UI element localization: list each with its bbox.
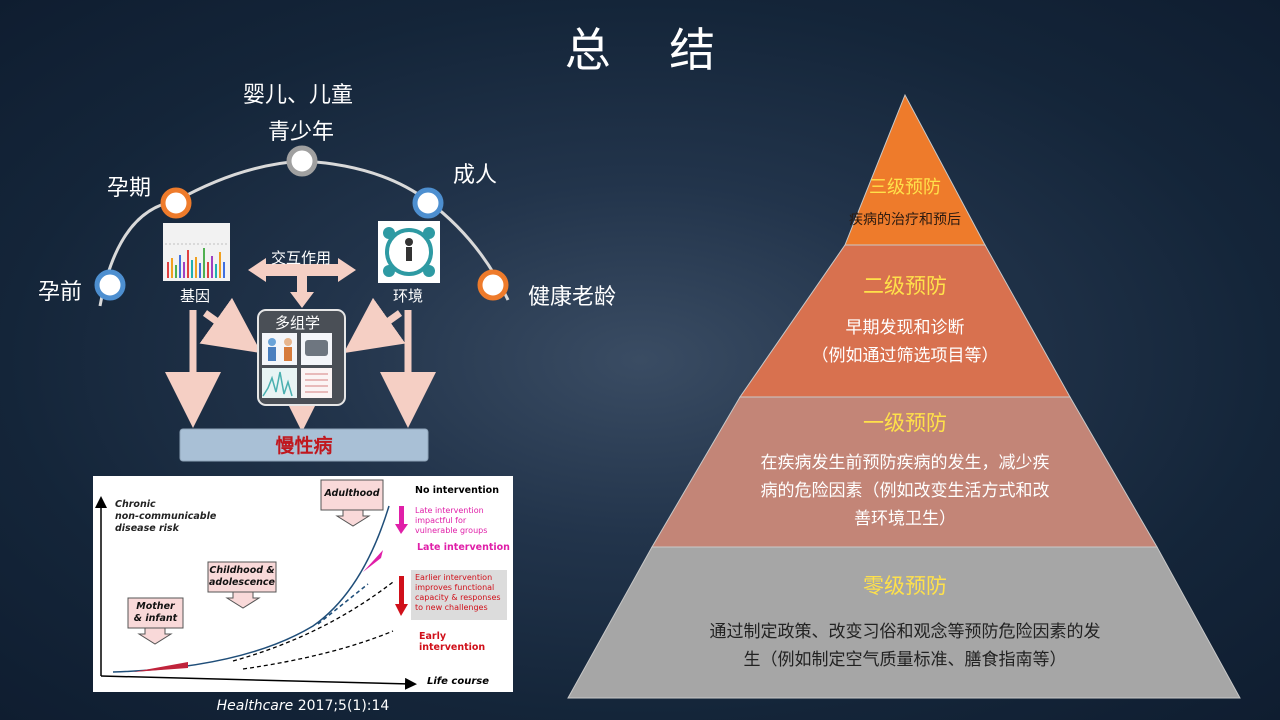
arrow-env-omics [343, 297, 406, 354]
stage-infant-child: 婴儿、儿童 [243, 83, 354, 108]
risk-chart: Chronic non-communicable disease risk Li… [93, 476, 513, 692]
stage-adult: 成人 [453, 163, 498, 188]
childhood-box-label: Childhood & adolescence [208, 565, 275, 588]
primordial-desc-2: 生（例如制定空气质量标准、膳食指南等） [743, 650, 1067, 670]
secondary-desc-1: 早期发现和诊断 [845, 318, 965, 338]
curve-late-intervention [317, 583, 369, 625]
life-course-diagram [94, 145, 510, 462]
mother-wedge [133, 662, 188, 672]
gene-label: 基因 [180, 287, 211, 305]
chart-ylabel: Chronic non-communicable disease risk [115, 499, 217, 534]
legend-early-note: Earlier intervention improves functional… [415, 573, 501, 612]
mother-box [127, 597, 184, 629]
legend-late: Late intervention [417, 542, 510, 553]
secondary-level: 二级预防 [863, 274, 947, 298]
environment-image [378, 221, 440, 283]
environment-label: 环境 [393, 287, 424, 305]
node-preconception [94, 269, 126, 301]
legend-early: Early intervention [419, 631, 486, 653]
stage-healthy-aging: 健康老龄 [528, 285, 617, 310]
arrow-to-omics [290, 276, 314, 308]
arrow-gene-omics [199, 297, 262, 354]
mother-box-label: Mother & infant [133, 601, 178, 624]
node-healthy-aging [477, 269, 509, 301]
node-adult [412, 187, 444, 219]
omics-label: 多组学 [275, 314, 321, 332]
page-title: 总 结 [564, 23, 738, 77]
adulthood-box [320, 479, 384, 511]
adulthood-box-label: Adulthood [324, 488, 380, 499]
legend-no-intervention: No intervention [415, 485, 499, 496]
risk-chart-svg [95, 479, 507, 690]
curve-lower [242, 630, 394, 670]
prevention-pyramid [567, 93, 1241, 699]
chart-xlabel: Life course [427, 676, 489, 687]
childhood-box [207, 561, 277, 593]
primordial-block: 零级预防 通过制定政策、改变习俗和观念等预防危险因素的发 生（例如制定空气质量标… [650, 572, 1160, 674]
gene-image [163, 223, 230, 281]
citation-journal: Healthcare [216, 698, 294, 714]
tertiary-level: 三级预防 [869, 177, 941, 198]
legend-late-note: Late intervention impactful for vulnerab… [415, 506, 488, 535]
primary-block: 一级预防 在疾病发生前预防疾病的发生，减少疾 病的危险因素（例如改变生活方式和改… [710, 409, 1100, 533]
omics-box [257, 309, 346, 406]
curve-early-intervention [232, 581, 394, 662]
late-wedge [363, 550, 383, 572]
citation-rest: 2017;5(1):14 [293, 698, 390, 714]
secondary-block: 二级预防 早期发现和诊断 （例如通过筛选项目等） [760, 272, 1050, 370]
stage-preconception: 孕前 [38, 280, 83, 305]
primordial-desc-1: 通过制定政策、改变习俗和观念等预防危险因素的发 [709, 622, 1101, 642]
stage-adolescent: 青少年 [268, 120, 335, 145]
x-axis [100, 675, 417, 690]
node-pregnancy [160, 187, 192, 219]
chronic-disease-bar [179, 428, 429, 462]
node-infant-child [286, 145, 318, 177]
interaction-arrow [248, 258, 356, 282]
primary-desc-1: 在疾病发生前预防疾病的发生，减少疾 [760, 453, 1050, 473]
interaction-label: 交互作用 [271, 249, 332, 267]
primary-desc-2: 病的危险因素（例如改变生活方式和改 [760, 481, 1050, 501]
primary-level: 一级预防 [863, 411, 947, 435]
pyramid-primordial [567, 546, 1241, 699]
tertiary-block: 三级预防 疾病的治疗和预后 [800, 174, 1010, 234]
stage-pregnancy: 孕期 [107, 176, 152, 201]
primary-desc-3: 善环境卫生） [854, 509, 956, 529]
tertiary-desc: 疾病的治疗和预后 [849, 212, 961, 228]
early-note-bg [411, 570, 507, 620]
secondary-desc-2: （例如通过筛选项目等） [811, 346, 999, 366]
primordial-level: 零级预防 [863, 574, 947, 598]
citation: Healthcare 2017;5(1):14 [93, 698, 513, 714]
chronic-disease-label: 慢性病 [275, 435, 333, 457]
